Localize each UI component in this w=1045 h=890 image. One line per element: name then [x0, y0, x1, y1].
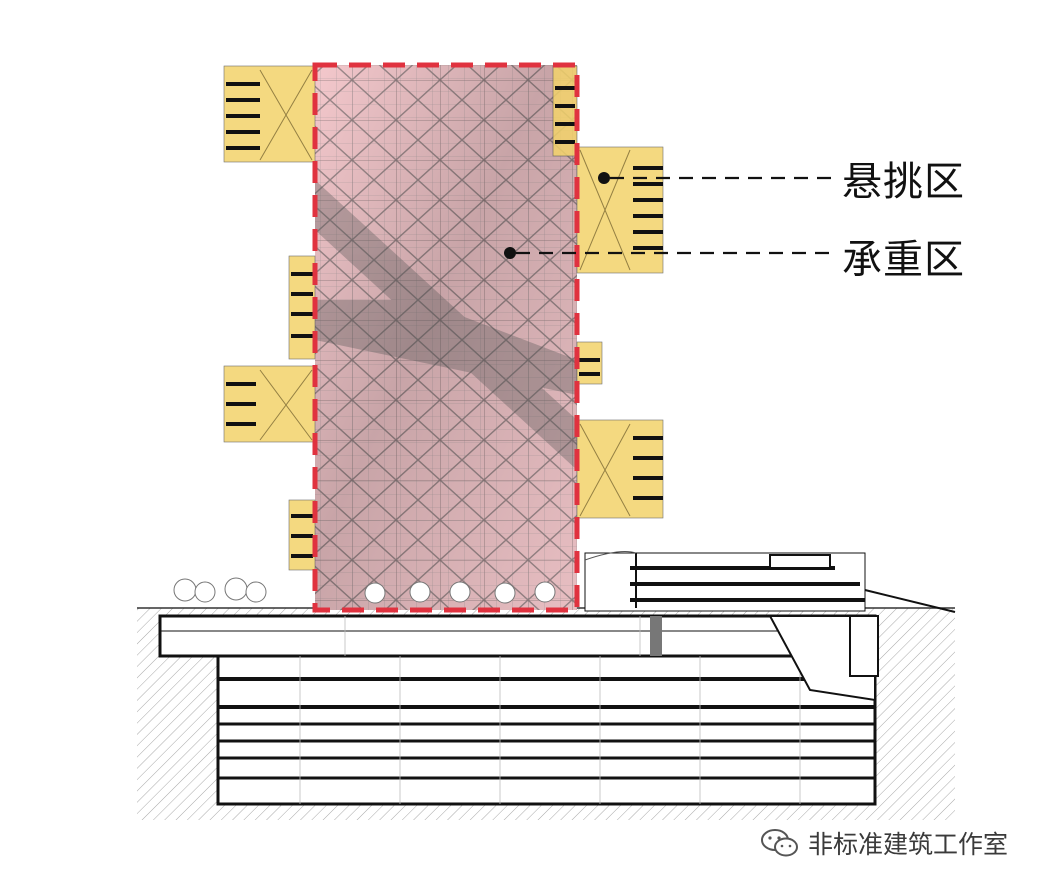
load-bearing-zone-label: 承重区 — [842, 237, 965, 283]
cantilever-block — [576, 341, 603, 385]
wechat-icon — [761, 829, 798, 857]
cantilever-block — [576, 146, 664, 274]
basement — [158, 614, 879, 806]
cantilever-zone-label: 悬挑区 — [842, 159, 965, 205]
cantilever-zones — [223, 65, 664, 571]
load-bearing-zone — [315, 65, 577, 610]
load-bearing-outline — [312, 62, 580, 613]
leader-lines — [504, 172, 835, 259]
cantilever-block — [288, 255, 316, 360]
load-bearing-marker — [504, 247, 516, 259]
cantilever-block — [576, 419, 664, 519]
podium — [584, 551, 956, 613]
watermark-text: 非标准建筑工作室 — [808, 830, 1009, 859]
cantilever-marker — [598, 172, 610, 184]
watermark: 非标准建筑工作室 — [760, 826, 1008, 860]
trees — [173, 577, 556, 604]
